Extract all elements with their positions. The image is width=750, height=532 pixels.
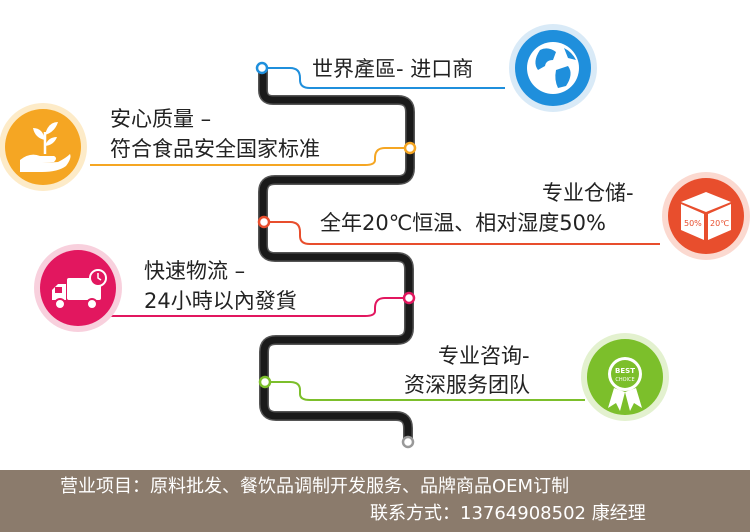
footer-bar: 营业项目：原料批发、餐饮品调制开发服务、品牌商品OEM订制 联系方式：13764… xyxy=(0,470,750,532)
connector-4 xyxy=(90,291,416,317)
feature-5-line-2: 资深服务团队 xyxy=(404,373,530,397)
feature-3-line-2: 全年20℃恒温、相对湿度50% xyxy=(320,211,606,235)
hand-plant-icon xyxy=(0,103,87,191)
footer-business-scope: 营业项目：原料批发、餐饮品调制开发服务、品牌商品OEM订制 xyxy=(60,476,570,497)
feature-3-line-1: 专业仓储- xyxy=(542,181,634,205)
connector-2 xyxy=(90,141,417,166)
feature-4-line-1: 快速物流 – xyxy=(144,259,246,283)
infographic: 50% 20℃ BEST CHOICE xyxy=(0,24,750,449)
connector-3 xyxy=(257,215,660,245)
badge-label-choice: CHOICE xyxy=(615,377,634,383)
box-label-temperature: 20℃ xyxy=(710,219,729,228)
box-label-humidity: 50% xyxy=(684,219,702,228)
delivery-truck-icon xyxy=(34,244,122,332)
road-end-marker xyxy=(401,435,415,449)
footer-contact: 联系方式：13764908502 康经理 xyxy=(370,503,646,524)
connector-5 xyxy=(258,375,585,401)
globe-icon xyxy=(509,24,597,112)
feature-4-line-2: 24小時以內發貨 xyxy=(144,289,297,313)
feature-5-line-1: 专业咨询- xyxy=(438,344,530,368)
badge-label-best: BEST xyxy=(615,367,635,375)
best-choice-badge-icon: BEST CHOICE xyxy=(581,333,669,421)
connector-1 xyxy=(255,61,505,89)
feature-1-line-1: 世界產區- 进口商 xyxy=(312,57,474,81)
feature-2-line-2: 符合食品安全国家标准 xyxy=(110,137,320,161)
feature-2-line-1: 安心质量 – xyxy=(110,107,212,131)
storage-box-icon: 50% 20℃ xyxy=(662,172,750,260)
